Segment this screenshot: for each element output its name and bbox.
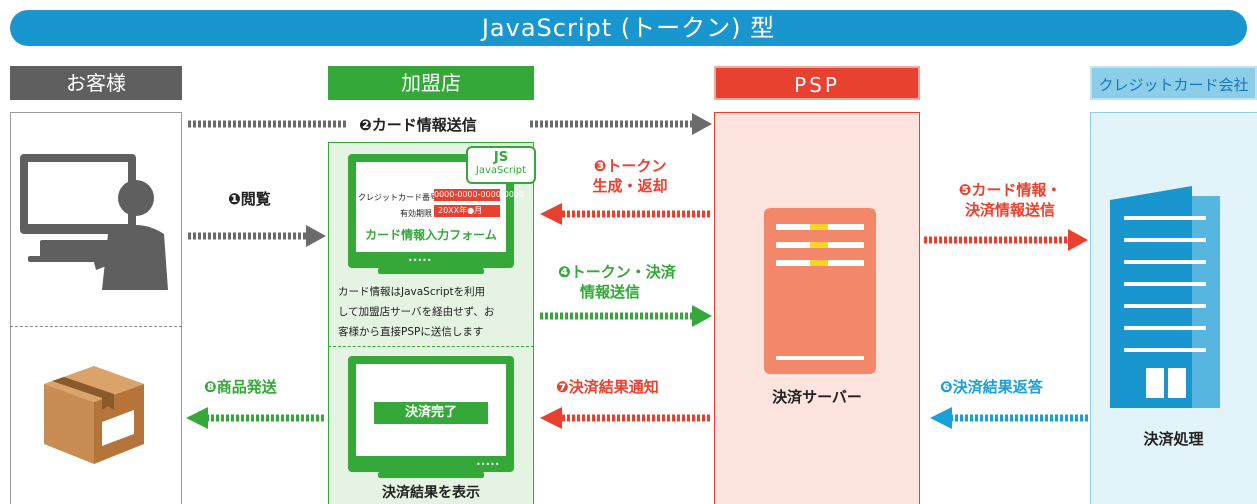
card-number-label: クレジットカード番号 xyxy=(358,193,438,202)
payment-processing-label: 決済処理 xyxy=(1143,430,1204,448)
arrow-token-return-head xyxy=(540,203,562,225)
step-5-line2: 決済情報送信 xyxy=(964,201,1055,219)
expiry-label: 有効期限 xyxy=(400,209,432,218)
header-psp: PSP xyxy=(714,66,920,100)
header-merchant: 加盟店 xyxy=(328,66,534,100)
javascript-badge: JS JavaScript xyxy=(466,146,536,184)
js-badge-sublabel: JavaScript xyxy=(475,165,527,176)
step-8-label: ❽商品発送 xyxy=(204,378,277,396)
step-5-label: ❺カード情報・ 決済情報送信 xyxy=(930,180,1090,220)
merchant-note-line3: 客様から直接PSPに送信します xyxy=(338,326,484,338)
arrow-browse-head xyxy=(306,225,326,247)
expiry-field[interactable]: 20XX年●月 xyxy=(434,205,500,217)
step-1-label: ❶閲覧 xyxy=(228,190,271,208)
form-dots: ••••• xyxy=(408,256,432,265)
arrow-result-reply-head xyxy=(930,407,952,429)
server-icon xyxy=(764,208,876,374)
step-3-label: ❸トークン 生成・返却 xyxy=(560,156,700,196)
result-dots: ••••• xyxy=(476,460,500,469)
building-icon xyxy=(1110,186,1220,408)
step-3-line1: ❸トークン xyxy=(593,157,667,175)
payment-complete-button[interactable]: 決済完了 xyxy=(374,402,488,424)
result-caption: 決済結果を表示 xyxy=(382,485,480,501)
merchant-note-line1: カード情報はJavaScriptを利用 xyxy=(338,286,486,298)
computer-user-icon xyxy=(20,154,168,290)
step-6-label: ❻決済結果返答 xyxy=(940,378,1043,396)
step-2-label: ❷カード情報送信 xyxy=(355,114,481,135)
customer-divider xyxy=(10,326,182,327)
arrow-card-info-head xyxy=(1068,229,1088,251)
package-icon xyxy=(44,366,144,464)
customer-column xyxy=(10,112,182,504)
merchant-divider xyxy=(328,346,534,347)
header-customer: お客様 xyxy=(10,66,182,100)
card-number-field[interactable]: 0000-0000-0000-0000 xyxy=(434,189,525,201)
arrow-result-notify-head xyxy=(540,407,562,429)
merchant-note-line2: して加盟店サーバを経由せず、お xyxy=(338,306,495,318)
step-3-line2: 生成・返却 xyxy=(592,177,668,195)
diagram-title: JavaScript (トークン) 型 xyxy=(10,10,1247,46)
form-monitor-stand xyxy=(378,268,484,274)
card-form-title: カード情報入力フォーム xyxy=(365,228,497,242)
step-4-line1: ❹トークン・決済 xyxy=(558,263,676,281)
js-badge-label: JS xyxy=(493,150,509,165)
payment-server-label: 決済サーバー xyxy=(772,388,862,406)
merchant-note: カード情報はJavaScriptを利用 して加盟店サーバを経由せず、お 客様から… xyxy=(338,282,530,342)
arrow-card-send-head xyxy=(692,113,712,135)
step-5-line1: ❺カード情報・ xyxy=(958,181,1062,199)
step-4-label: ❹トークン・決済 情報送信 xyxy=(558,262,676,302)
step-4-line2: 情報送信 xyxy=(580,283,641,301)
arrow-token-send-head xyxy=(692,305,712,327)
result-monitor-stand xyxy=(378,472,484,478)
step-7-label: ❼決済結果通知 xyxy=(556,378,659,396)
arrow-ship-head xyxy=(186,407,208,429)
header-card-company: クレジットカード会社 xyxy=(1090,66,1257,100)
